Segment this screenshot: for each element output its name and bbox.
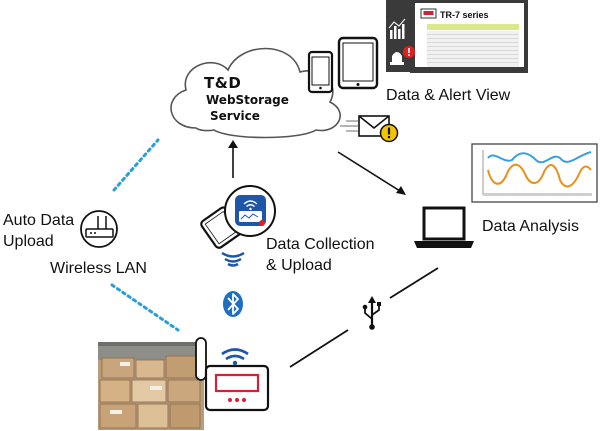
arrow-up-to-cloud: [228, 140, 238, 178]
panel-title: TR-7 series: [440, 10, 489, 20]
usb-connection: [289, 267, 439, 368]
analysis-chart: [471, 143, 598, 203]
auto-upload-label-line1: Auto Data: [3, 212, 75, 229]
data-analysis-label: Data Analysis: [482, 218, 579, 235]
collection-label-line1: Data Collection: [266, 236, 375, 253]
arrow-cloud-to-pc: [337, 151, 406, 195]
chart-icon: [388, 18, 406, 39]
cloud-title-line3: Service: [210, 109, 260, 123]
wireless-lan-label: Wireless LAN: [50, 260, 147, 277]
alarm-icon: [390, 46, 415, 65]
app-badge: [224, 185, 276, 237]
auto-upload-label-line2: Upload: [3, 233, 54, 250]
wireless-dotted-lines: [110, 138, 180, 332]
logger-wifi-icon: [221, 348, 249, 366]
cloud-title-line1: T&D: [204, 74, 242, 92]
logger-mini-icon: [420, 8, 437, 19]
laptop-icon: [414, 206, 474, 248]
wifi-icon: [221, 251, 245, 267]
data-logger-icon: [195, 337, 270, 412]
alert-view-panel: TR-7 series: [386, 0, 528, 73]
table-grid: [427, 24, 519, 67]
warehouse-photo: [98, 342, 204, 430]
bluetooth-icon: [223, 291, 243, 317]
warning-icon: [379, 123, 399, 143]
collection-label-line2: & Upload: [266, 257, 332, 274]
tablet-icon: [337, 36, 379, 90]
smartphone-icon: [307, 50, 334, 94]
cloud-title-line2: WebStorage: [206, 93, 289, 107]
data-alert-view-label: Data & Alert View: [386, 87, 511, 104]
usb-icon: [362, 296, 381, 330]
router-icon: [80, 210, 118, 248]
